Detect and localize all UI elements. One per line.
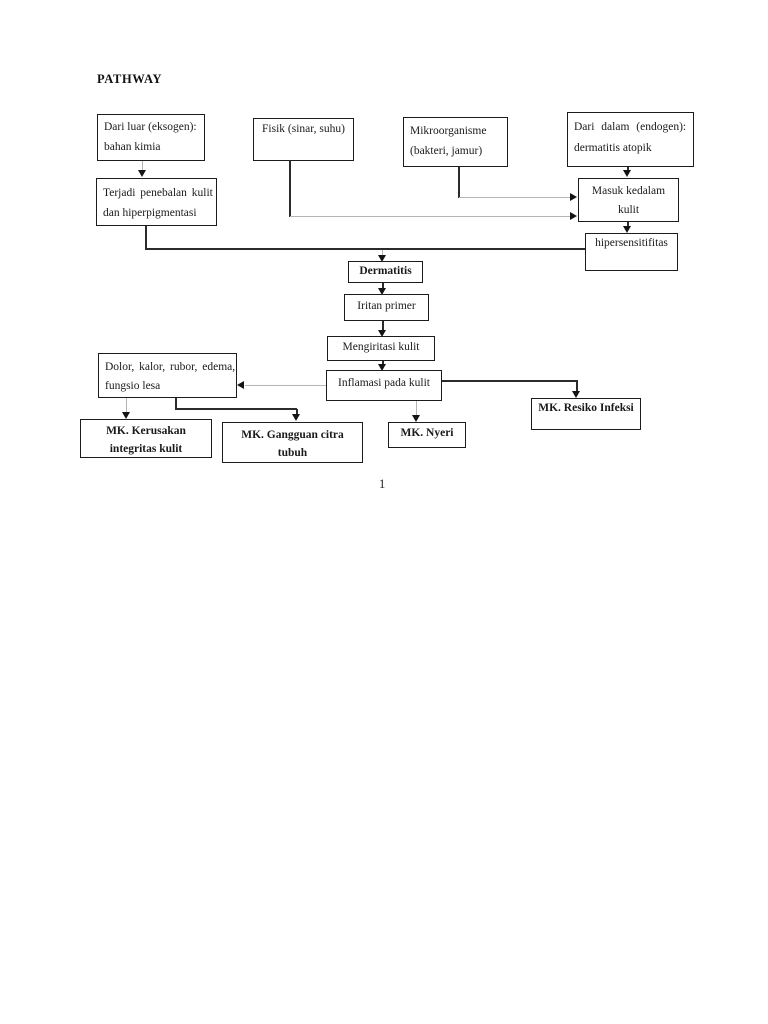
page-number: 1 — [379, 477, 386, 491]
connector-inflamasi-dolor — [245, 385, 326, 386]
arrow-left-icon — [237, 381, 244, 389]
node-mk-resiko-infeksi: MK. Resiko Infeksi — [531, 398, 641, 430]
connector-fisik-horizontal — [290, 216, 571, 217]
node-hipersensitifitas: hipersensitifitas — [585, 233, 678, 271]
node-mikroorganisme: Mikroorganisme (bakteri, jamur) — [403, 117, 508, 167]
node-dari-dalam-endogen: Dari dalam (endogen): dermatitis atopik — [567, 112, 694, 167]
node-fisik: Fisik (sinar, suhu) — [253, 118, 354, 161]
arrow-down-icon — [378, 330, 386, 337]
connector-inflamasi-resiko-horizontal — [442, 380, 578, 382]
node-text-line: bahan kimia — [104, 140, 161, 153]
node-masuk-kedalam-kulit: Masuk kedalam kulit — [578, 178, 679, 222]
node-terjadi-penebalan: Terjadi penebalan kulit dan hiperpigment… — [96, 178, 217, 226]
connector-dermatitis-iritan — [382, 283, 384, 289]
connector-mikro-horizontal — [459, 197, 571, 198]
arrow-down-icon — [138, 170, 146, 177]
node-text-line: Terjadi penebalan kulit — [103, 187, 213, 199]
node-mk-kerusakan-integritas: MK. Kerusakan integritas kulit — [80, 419, 212, 458]
connector-fisik-vertical — [289, 160, 291, 217]
connector-dolor-kerusakan — [126, 398, 127, 413]
connector-dolor-gangguan-vertical — [175, 398, 177, 409]
node-dermatitis: Dermatitis — [348, 261, 423, 283]
connector-daridalam-masuk-line — [627, 167, 629, 172]
arrow-down-icon — [378, 255, 386, 262]
node-text-line: tubuh — [277, 447, 308, 459]
connector-mengiritasi-inflamasi — [382, 361, 384, 365]
node-text-line: Inflamasi pada kulit — [338, 377, 430, 389]
connector-mikro-vertical — [458, 167, 460, 198]
page-title: PATHWAY — [97, 72, 163, 86]
node-text-line: MK. Kerusakan — [106, 425, 186, 437]
node-dolor-kalor-rubor: Dolor, kalor, rubor, edema, fungsio lesa — [98, 353, 237, 398]
node-text-line: Masuk kedalam — [591, 185, 666, 197]
connector-dolor-gangguan-horizontal — [175, 408, 297, 410]
node-text-line: Fisik (sinar, suhu) — [262, 123, 345, 135]
connector-bus-horizontal — [146, 248, 585, 250]
connector-dariluar-terjadi-line — [142, 161, 143, 171]
node-text-line: Mikroorganisme — [410, 125, 487, 137]
connector-inflamasi-resiko-vertical — [576, 380, 578, 392]
node-mk-gangguan-citra: MK. Gangguan citra tubuh — [222, 422, 363, 463]
node-mk-nyeri: MK. Nyeri — [388, 422, 466, 448]
node-mengiritasi-kulit: Mengiritasi kulit — [327, 336, 435, 361]
arrow-down-icon — [623, 170, 631, 177]
arrow-down-icon — [412, 415, 420, 422]
node-text-line: dermatitis atopik — [574, 142, 652, 154]
connector-dermatitis-stub — [382, 250, 383, 256]
arrow-down-icon — [122, 412, 130, 419]
arrow-down-icon — [378, 364, 386, 371]
node-text-line: fungsio lesa — [105, 380, 161, 392]
node-text-line: dan hiperpigmentasi — [103, 207, 197, 219]
node-text-line: Dermatitis — [359, 265, 412, 277]
node-text-line: Dari luar (eksogen): — [104, 121, 197, 133]
connector-terjadi-vertical — [145, 226, 147, 250]
arrow-right-icon — [570, 193, 577, 201]
node-text-line: Dari dalam (endogen): — [574, 121, 687, 133]
arrow-right-icon — [570, 212, 577, 220]
node-iritan-primer: Iritan primer — [344, 294, 429, 321]
arrow-down-icon — [378, 288, 386, 295]
node-text-line: Mengiritasi kulit — [342, 341, 420, 353]
node-text-line: MK. Nyeri — [400, 427, 454, 439]
node-inflamasi-pada-kulit: Inflamasi pada kulit — [326, 370, 442, 401]
node-text-line: (bakteri, jamur) — [410, 145, 483, 157]
arrow-down-icon — [292, 414, 300, 421]
arrow-down-icon — [623, 226, 631, 233]
connector-iritan-mengiritasi — [382, 321, 384, 331]
connector-inflamasi-nyeri — [416, 401, 417, 416]
node-text-line: hipersensitifitas — [595, 237, 668, 249]
node-text-line: Dolor, kalor, rubor, edema, — [105, 361, 236, 373]
connector-masuk-hiper-line — [627, 222, 629, 227]
connector-gangguan-stub — [296, 409, 298, 415]
node-text-line: MK. Gangguan citra — [241, 429, 344, 441]
node-text-line: integritas kulit — [109, 443, 183, 455]
node-text-line: MK. Resiko Infeksi — [538, 402, 634, 414]
node-text-line: Iritan primer — [357, 300, 416, 312]
node-text-line: kulit — [617, 204, 640, 216]
node-dari-luar-eksogen: Dari luar (eksogen): bahan kimia — [97, 114, 205, 161]
arrow-down-icon — [572, 391, 580, 398]
